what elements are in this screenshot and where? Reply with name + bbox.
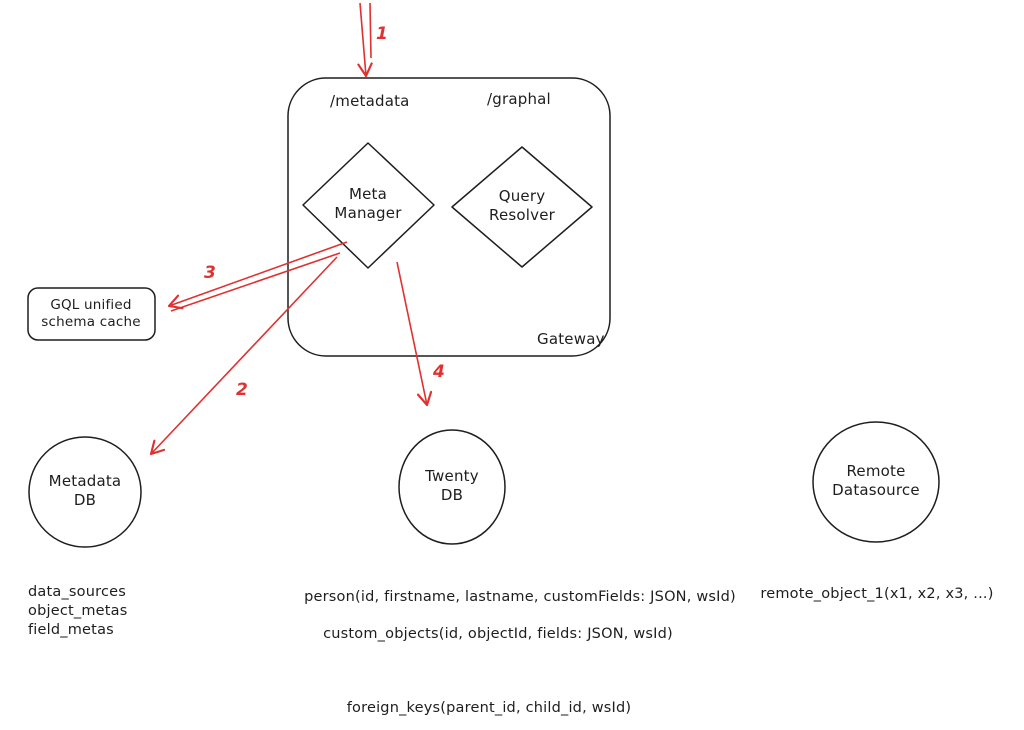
schema-cache-box bbox=[27, 287, 156, 341]
metadata-db-tables: data_sources object_metas field_metas bbox=[28, 584, 128, 638]
meta-manager-label: Meta Manager bbox=[334, 185, 402, 222]
schema-cache-label: GQL unified schema cache bbox=[41, 297, 141, 330]
arrow-1-secondary-stroke bbox=[369, 2, 372, 59]
query-resolver-label: Query Resolver bbox=[488, 187, 556, 224]
twenty-db-custom-objects-schema: custom_objects(id, objectId, fields: JSO… bbox=[323, 626, 673, 642]
meta-manager-diamond bbox=[302, 142, 435, 269]
arrow-4 bbox=[396, 261, 433, 407]
arrow-3-number: 3 bbox=[204, 263, 216, 283]
endpoint-metadata-label: /metadata bbox=[330, 92, 410, 110]
arrow-3 bbox=[167, 241, 348, 310]
gateway-label: Gateway bbox=[537, 330, 605, 348]
metadata-db-label: Metadata DB bbox=[48, 472, 122, 509]
query-resolver-diamond bbox=[451, 146, 593, 268]
endpoint-graphql-label: /graphal bbox=[487, 90, 551, 108]
twenty-db-label: Twenty DB bbox=[425, 467, 479, 504]
metadata-db-circle bbox=[28, 436, 142, 548]
arrow-1-number: 1 bbox=[376, 24, 388, 44]
gateway-box bbox=[287, 77, 611, 357]
twenty-db-foreign-keys-schema: foreign_keys(parent_id, child_id, wsId) bbox=[346, 700, 632, 716]
arrow-1 bbox=[357, 2, 373, 78]
remote-object-schema: remote_object_1(x1, x2, x3, ...) bbox=[760, 586, 994, 602]
twenty-db-person-schema: person(id, firstname, lastname, customFi… bbox=[304, 589, 736, 605]
remote-datasource-circle bbox=[812, 421, 940, 543]
arrow-2-number: 2 bbox=[236, 380, 248, 400]
twenty-db-circle bbox=[398, 429, 506, 545]
arrow-2 bbox=[149, 256, 338, 456]
arrow-3-secondary-stroke bbox=[170, 252, 341, 312]
remote-datasource-label: Remote Datasource bbox=[832, 462, 920, 499]
arrow-4-number: 4 bbox=[433, 362, 445, 382]
